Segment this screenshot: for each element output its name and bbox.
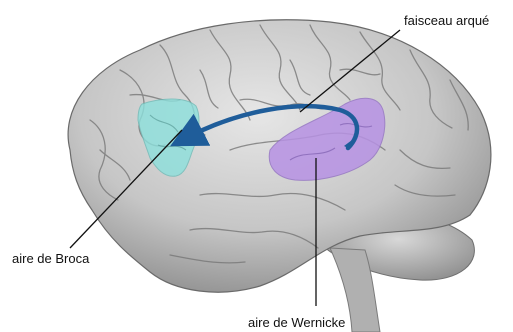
wernicke-area-label: aire de Wernicke (248, 316, 345, 329)
broca-area-label: aire de Broca (12, 252, 89, 265)
arcuate-fasciculus-label: faisceau arqué (404, 14, 489, 27)
